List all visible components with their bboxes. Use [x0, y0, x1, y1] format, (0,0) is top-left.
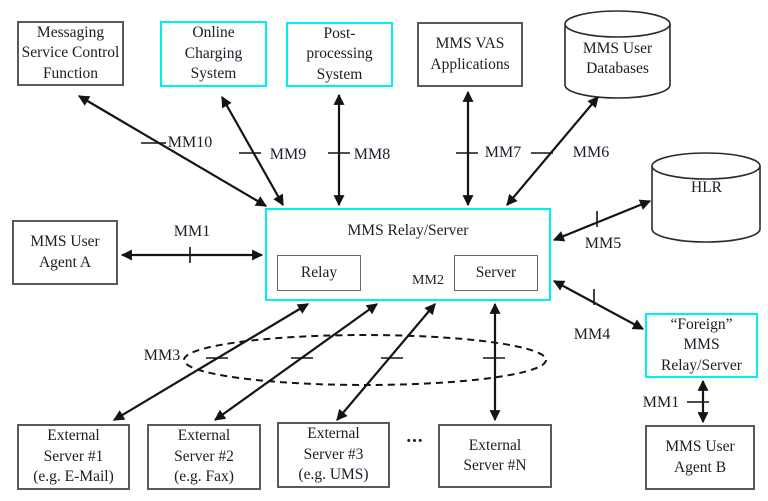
node-post-processing-system: Post- processing System [286, 22, 393, 87]
interface-label-mm6: MM6 [572, 144, 610, 161]
interface-label-mm1-left: MM1 [173, 223, 211, 240]
hlr-cylinder [651, 152, 761, 243]
node-foreign-mms-relay-server: “Foreign” MMS Relay/Server [645, 313, 758, 378]
node-external-server-1: External Server #1 (e.g. E-Mail) [17, 424, 130, 490]
hlr-label: HLR [691, 179, 722, 197]
interface-label-mm5: MM5 [584, 235, 622, 252]
interface-label-mm3: MM3 [143, 347, 181, 364]
mm9-link [221, 96, 284, 206]
interface-label-mm9: MM9 [269, 146, 307, 163]
node-relay: Relay [277, 255, 361, 291]
node-external-server-2: External Server #2 (e.g. Fax) [147, 424, 261, 490]
external-servers-ellipsis: ... [406, 426, 424, 448]
mm5-link [552, 199, 652, 242]
mm6-link [506, 96, 599, 206]
interface-label-mm10: MM10 [167, 134, 213, 151]
mms-relay-server-title: MMS Relay/Server [347, 221, 469, 239]
interface-label-mm2: MM2 [412, 273, 444, 288]
mms-user-databases-cylinder [564, 10, 671, 99]
node-external-server-3: External Server #3 (e.g. UMS) [277, 422, 390, 488]
interface-label-mm8: MM8 [353, 146, 391, 163]
node-mms-user-agent-a: MMS User Agent A [12, 220, 118, 285]
interface-label-mm7: MM7 [484, 144, 522, 161]
node-mms-vas-applications: MMS VAS Applications [417, 22, 523, 87]
interface-label-mm1-right: MM1 [642, 394, 680, 411]
node-mms-user-agent-b: MMS User Agent B [645, 425, 755, 490]
mm4-link [553, 280, 644, 330]
mm3-link-ext3 [336, 303, 436, 421]
interface-tick-marks [141, 142, 709, 403]
mms-user-databases-label: MMS User Databases [582, 39, 653, 77]
node-online-charging-system: Online Charging System [160, 21, 267, 87]
node-messaging-service-control-function: Messaging Service Control Function [17, 21, 124, 86]
node-server: Server [454, 255, 538, 291]
node-external-server-n: External Server #N [438, 424, 552, 488]
interface-label-mm4: MM4 [573, 326, 611, 343]
mm3-interface-ellipse [183, 334, 547, 386]
